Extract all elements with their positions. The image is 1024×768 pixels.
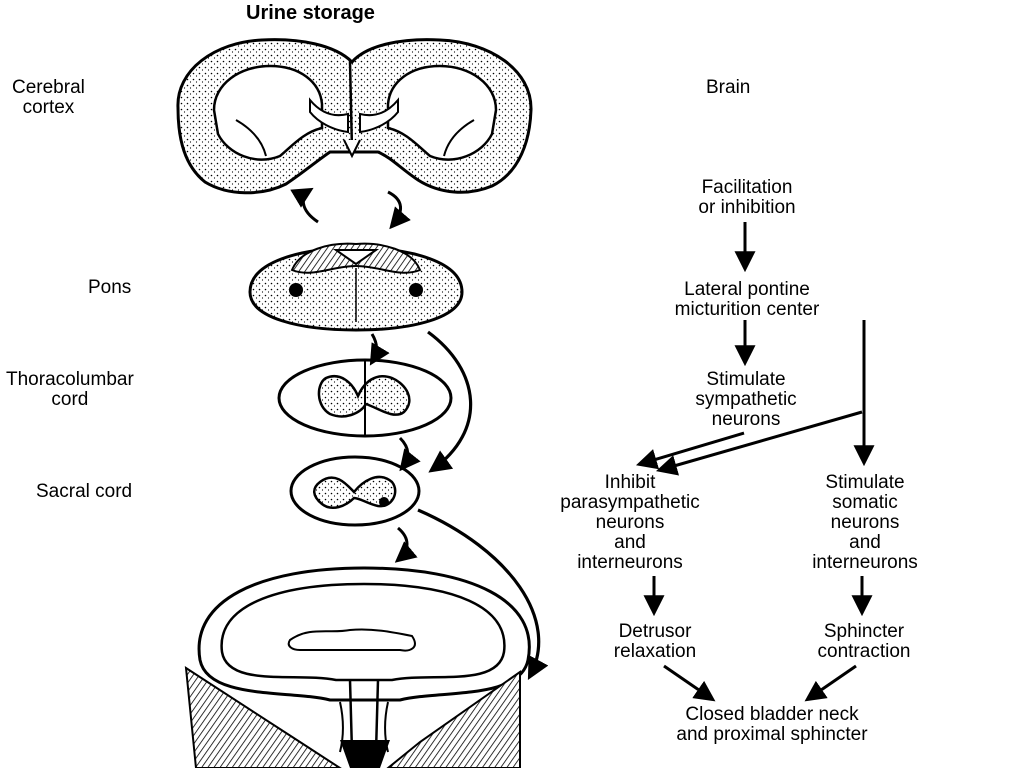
label-brain: Brain [706, 77, 751, 98]
brain-illustration [176, 38, 533, 195]
label-pons: Pons [88, 277, 132, 298]
pons-illustration [248, 242, 464, 332]
node-facilitation: Facilitation or inhibition [698, 177, 796, 218]
arrow-sphincter-to-closed [804, 664, 857, 702]
cortex-pons-arrow-right [387, 190, 411, 230]
label-thoracolumbar-cord: Thoracolumbar cord [6, 369, 134, 410]
bladder-illustration [184, 566, 531, 768]
node-closed-bladder-neck: Closed bladder neck and proximal sphinct… [676, 704, 868, 745]
arrow-detrusor-to-closed [663, 664, 716, 702]
node-sphincter-contraction: Sphincter contraction [817, 621, 911, 662]
node-stimulate-sympathetic: Stimulate sympathetic neurons [695, 369, 797, 430]
node-inhibit-parasympathetic: Inhibit parasympathetic neurons and inte… [560, 472, 700, 573]
node-pontine-center: Lateral pontine micturition center [674, 279, 820, 320]
cortex-pons-arrow-left [290, 187, 319, 224]
node-detrusor-relaxation: Detrusor relaxation [613, 621, 697, 662]
thoracolumbar-cord-illustration [277, 358, 453, 438]
pons-to-sacral-arrow [427, 330, 473, 473]
sacral-cord-illustration [289, 455, 421, 527]
node-stimulate-somatic: Stimulate somatic neurons and interneuro… [812, 472, 918, 573]
label-cerebral-cortex: Cerebral cortex [12, 77, 85, 118]
sacral-to-sphincter-arrow [417, 508, 549, 680]
sacral-to-bladder-arrow [394, 526, 418, 563]
diagram-title: Urine storage [246, 2, 375, 24]
pons-to-thoracolumbar-arrow [369, 333, 390, 366]
label-sacral-cord: Sacral cord [36, 481, 133, 502]
arrow-pontine-to-inhibit [655, 410, 863, 476]
thoracolumbar-to-sacral-arrow [398, 436, 421, 472]
